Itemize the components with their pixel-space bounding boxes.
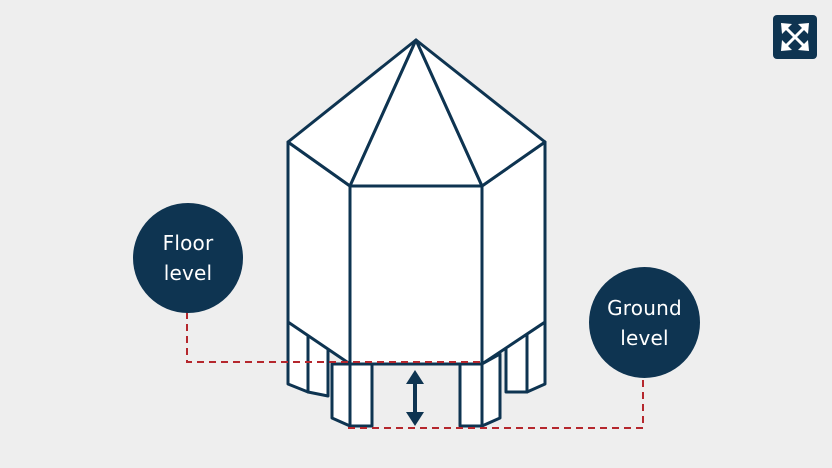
roof-right [414, 38, 547, 188]
stilt-front-left [330, 362, 352, 428]
expand-button[interactable] [773, 15, 817, 59]
hut-front-wall [348, 184, 484, 366]
floor-level-label-line-2: level [163, 261, 213, 285]
floor-level-label: Floor level [133, 203, 243, 313]
height-arrow [406, 370, 424, 426]
ground-level-label-line-2: level [620, 325, 669, 350]
ground-level-line [348, 378, 644, 429]
ground-level-label-line-1: Ground [607, 295, 682, 320]
expand-arrows-icon [781, 23, 809, 51]
floor-level-line [186, 312, 484, 363]
ground-level-label: Ground level [589, 267, 700, 378]
floor-level-label-line-1: Floor [162, 231, 214, 255]
stilt-front-left-face [348, 362, 374, 428]
stilt-front-right-face [480, 352, 502, 428]
stilt-front-right [458, 362, 484, 428]
